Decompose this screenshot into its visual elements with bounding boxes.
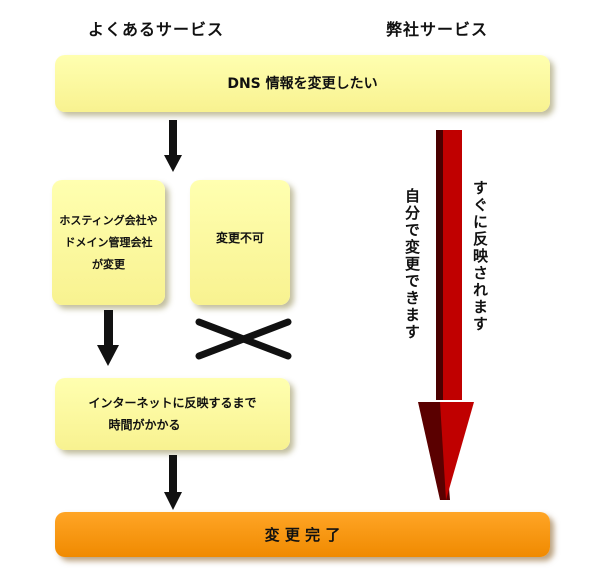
- propagation-line-1: インターネットに反映するまで: [88, 396, 257, 410]
- propagation-line-2: 時間がかかる: [108, 418, 181, 432]
- heading-common-service: よくあるサービス: [88, 20, 225, 39]
- arrow-down-icon: [97, 310, 119, 366]
- hosting-line-1: ホスティング会社や: [59, 213, 158, 227]
- done-label: 変 更 完 了: [264, 525, 341, 544]
- self-change-label: 自分で変更できます: [403, 188, 421, 341]
- done-box: 変 更 完 了: [55, 512, 550, 557]
- start-label: DNS 情報を変更したい: [227, 75, 378, 92]
- hosting-line-3: が変更: [92, 257, 125, 271]
- hosting-line-2: ドメイン管理会社: [64, 235, 153, 249]
- start-box: DNS 情報を変更したい: [55, 55, 550, 112]
- not-possible-box: 変更不可: [190, 180, 290, 305]
- heading-our-service: 弊社サービス: [386, 20, 489, 39]
- instant-label: すぐに反映されます: [471, 180, 489, 333]
- cross-icon: [195, 318, 292, 360]
- hosting-box: ホスティング会社やドメイン管理会社が変更: [52, 180, 165, 305]
- red-arrow: [418, 130, 474, 500]
- propagation-box: インターネットに反映するまで時間がかかる: [55, 378, 290, 450]
- not-possible-label: 変更不可: [215, 230, 264, 245]
- arrow-down-icon: [164, 455, 182, 510]
- arrow-down-icon: [164, 120, 182, 172]
- black-arrows: [97, 120, 182, 510]
